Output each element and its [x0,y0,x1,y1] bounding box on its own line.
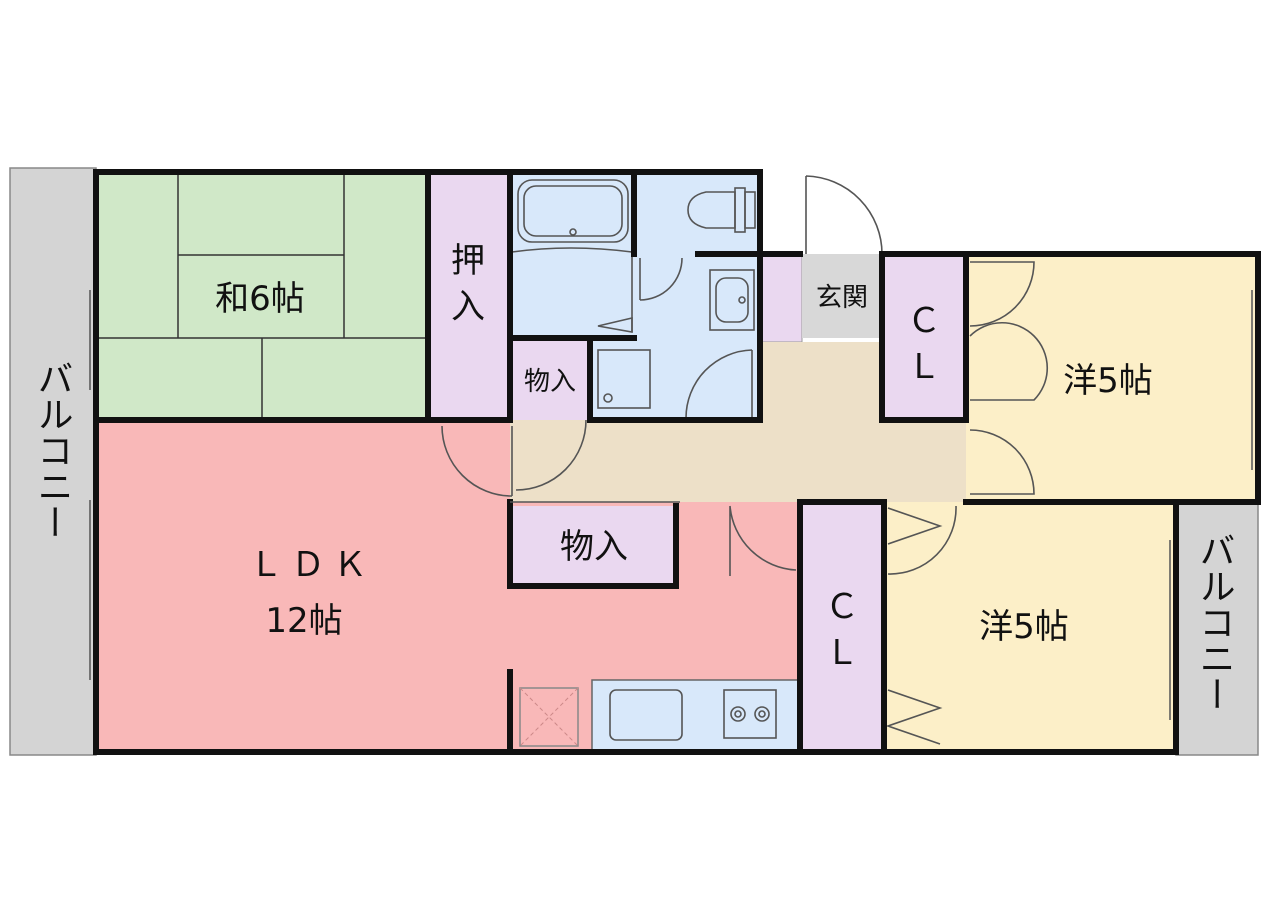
oshiire-area [428,172,510,420]
cl-lower-label-1: Ｃ [825,587,859,627]
washroom-area-2 [634,254,760,338]
cl-upper-area [882,256,966,420]
walls [93,169,1261,755]
yoshitsu-lower-label: 洋5帖 [979,607,1069,647]
tatami-lines [96,172,428,420]
genkan-area [802,254,882,338]
sink-icon [609,689,683,741]
bathtub-icon [517,179,629,243]
toilet-icon [687,191,736,229]
yoshitsu-upper-area [966,256,1258,502]
ldk-size-label: 12帖 [265,601,342,641]
toilet-area [634,172,760,254]
washing-machine-pan-icon [597,349,651,409]
cl-lower-area [800,502,884,752]
cl-lower-label-2: Ｌ [825,633,859,673]
stove-icon [723,689,777,739]
monoire-small-label: 物入 [524,367,576,397]
washbasin-icon [709,269,755,331]
balcony-left-area [9,167,97,756]
shoe-storage-area [759,253,803,343]
cl-upper-label-1: Ｃ [907,301,941,341]
washitsu-label: 和6帖 [215,279,305,319]
oshiire-label-2: 入 [451,287,485,327]
monoire-ldk-label: 物入 [560,527,628,567]
balcony-left-label: バルコニー [32,360,73,540]
monoire-small-area [510,338,590,420]
ldk-name-label: ＬＤＫ [249,545,375,585]
monoire-ldk-area [510,506,676,586]
door-swings [441,175,1048,745]
oshiire-label-1: 押 [451,241,485,281]
fixtures [511,179,777,747]
refrigerator-space-icon [519,687,579,747]
balcony-right-label: バルコニー [1194,532,1235,712]
windows [89,290,1253,720]
balcony-right-area [1175,501,1259,756]
room-labels: 和6帖 押 入 物入 玄関 Ｃ Ｌ 洋5帖 ＬＤＫ 12帖 物入 Ｃ Ｌ 洋5帖… [32,241,1235,712]
yoshitsu-upper-label: 洋5帖 [1063,361,1153,401]
cl-upper-label-2: Ｌ [907,347,941,387]
genkan-label: 玄関 [816,283,868,313]
